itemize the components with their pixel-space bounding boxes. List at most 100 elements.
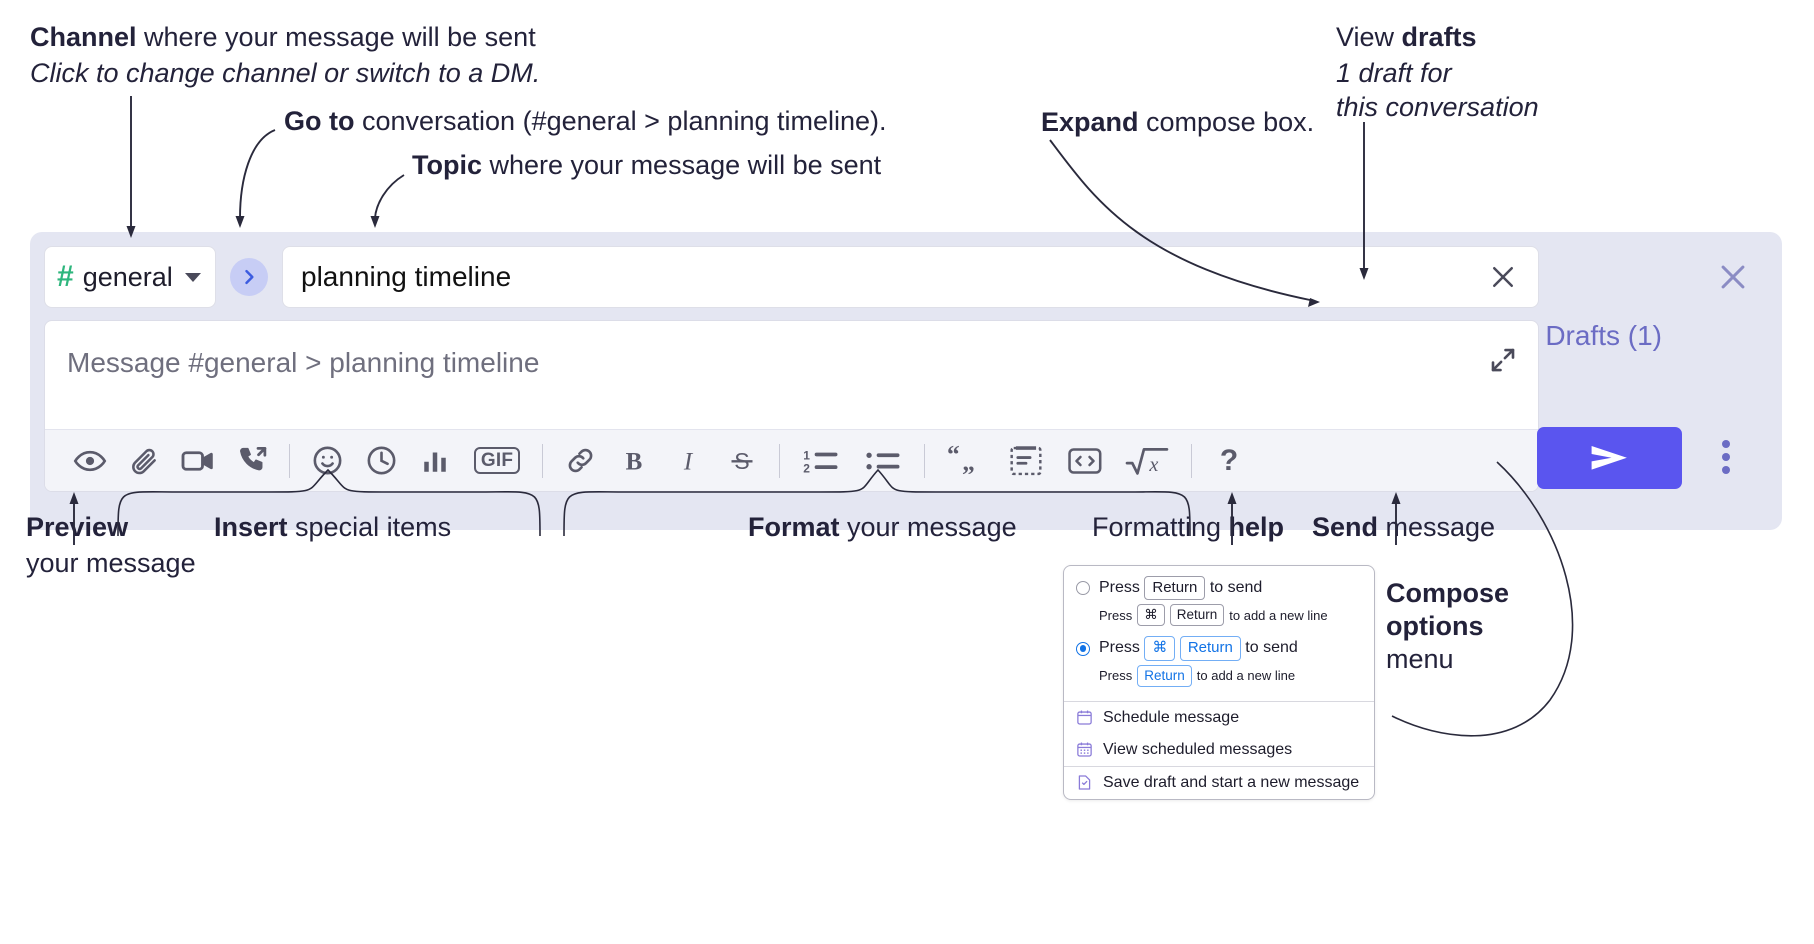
kebab-dot-3 (1722, 466, 1730, 474)
send-option-cmd-return-hint: Press Return to add a new line (1099, 664, 1362, 687)
calendar-icon (1077, 710, 1092, 726)
opt2-key-return: Return (1179, 636, 1241, 661)
compose-box: # general planning timeline Message #gen… (30, 232, 1782, 530)
link-button[interactable] (553, 437, 607, 485)
file-check-icon (1078, 775, 1091, 791)
kebab-dot-2 (1722, 453, 1730, 461)
annotation-compose-options: Compose options menu (1386, 577, 1509, 676)
send-option-return[interactable]: Press Return to send (1076, 576, 1362, 601)
menu-divider-1 (1064, 700, 1374, 702)
annotation-send-rest: message (1378, 512, 1496, 542)
bold-icon: B (626, 448, 643, 475)
topic-value: planning timeline (301, 261, 512, 292)
close-icon (1493, 267, 1513, 287)
menu-item-save-draft[interactable]: Save draft and start a new message (1064, 767, 1374, 799)
toolbar-divider-5 (1191, 443, 1192, 478)
go-to-conversation-button[interactable] (230, 258, 268, 296)
italic-button[interactable]: I (661, 437, 715, 485)
message-input-area[interactable]: Message #general > planning timeline (44, 320, 1539, 492)
eye-icon (73, 450, 107, 471)
emoji-button[interactable] (300, 437, 354, 485)
annotation-drafts-sub2: this conversation (1336, 91, 1539, 122)
send-button[interactable] (1537, 427, 1682, 489)
menu-divider-2 (1064, 765, 1374, 767)
close-icon (1721, 265, 1745, 289)
math-icon: x (1125, 447, 1169, 476)
expand-diagonal-icon (1491, 348, 1515, 372)
drafts-link[interactable]: Drafts (1) (1545, 320, 1662, 351)
hash-icon: # (57, 260, 74, 293)
toolbar-divider-3 (779, 443, 780, 478)
phone-forward-icon (239, 447, 266, 471)
gif-button[interactable]: GIF (462, 437, 532, 485)
blockquote-button[interactable]: “ „ (935, 437, 997, 485)
strikethrough-button[interactable]: S (715, 437, 769, 485)
bulleted-list-button[interactable] (852, 437, 914, 485)
opt1-tail: to send (1209, 579, 1263, 596)
annotation-send-bold: Send (1312, 512, 1379, 542)
menu-item-schedule-message[interactable]: Schedule message (1064, 702, 1374, 734)
formatting-toolbar: GIF B I S (45, 429, 1538, 491)
svg-text:„: „ (962, 447, 975, 475)
annotation-channel-rest: where your message will be sent (136, 22, 536, 52)
bold-button[interactable]: B (607, 437, 661, 485)
annotation-drafts: View drafts 1 draft for this conversatio… (1336, 22, 1539, 124)
annotation-help-pre: Formatting (1092, 512, 1229, 542)
annotation-insert-rest: special items (287, 512, 452, 542)
compose-header-row: # general planning timeline (44, 246, 1539, 308)
annotation-topic-rest: where your message will be sent (482, 150, 882, 180)
audio-clip-button[interactable] (225, 437, 279, 485)
code-block-icon (1010, 445, 1042, 475)
send-paper-plane-icon (1591, 446, 1627, 470)
compose-content: # general planning timeline Message #gen… (44, 246, 1539, 492)
svg-text:I: I (683, 448, 694, 475)
blockquote-icon: “ „ (947, 445, 975, 476)
opt1-sub-key-cmd: ⌘ (1137, 604, 1165, 627)
annotation-topic: Topic where your message will be sent (412, 150, 881, 182)
code-block-button[interactable] (997, 437, 1055, 485)
send-option-cmd-return-label: Press ⌘ Return to send (1099, 636, 1298, 661)
svg-text:2: 2 (803, 461, 810, 475)
channel-selector-button[interactable]: # general (44, 246, 216, 308)
topic-input[interactable]: planning timeline (282, 246, 1539, 308)
preview-button[interactable] (63, 437, 117, 485)
menu-item-view-scheduled[interactable]: View scheduled messages (1064, 734, 1374, 766)
annotation-compose-options-bold1: Compose (1386, 578, 1510, 608)
radio-cmd-return[interactable] (1076, 641, 1090, 656)
video-clip-button[interactable] (171, 437, 225, 485)
attach-file-button[interactable] (117, 437, 171, 485)
emoji-icon (313, 446, 341, 475)
send-shortcut-options: Press Return to send Press ⌘ Return to a… (1064, 566, 1374, 701)
annotation-compose-options-bold2: options (1386, 610, 1484, 641)
inline-code-button[interactable] (1055, 437, 1115, 485)
annotation-channel-bold: Channel (30, 22, 137, 52)
clear-topic-button[interactable] (1486, 260, 1520, 294)
opt1-press: Press (1099, 579, 1140, 596)
ordered-list-button[interactable]: 1 2 (790, 437, 852, 485)
italic-icon: I (683, 448, 694, 475)
opt1-sub-key-return: Return (1169, 604, 1225, 627)
radio-return[interactable] (1076, 581, 1090, 596)
annotation-compose-options-rest: menu (1386, 643, 1454, 674)
chevron-right-icon (245, 269, 254, 285)
opt2-press: Press (1099, 639, 1140, 657)
annotation-topic-bold: Topic (412, 150, 482, 180)
annotation-format-bold: Format (748, 512, 840, 542)
math-button[interactable]: x (1115, 437, 1181, 485)
schedule-button[interactable] (354, 437, 408, 485)
annotation-preview-bold: Preview (26, 512, 129, 542)
compose-options-button[interactable] (1722, 435, 1734, 479)
send-option-cmd-return[interactable]: Press ⌘ Return to send (1076, 636, 1362, 661)
close-compose-button[interactable] (1716, 260, 1750, 294)
poll-button[interactable] (408, 437, 462, 485)
annotation-channel-sub: Click to change channel or switch to a D… (30, 57, 541, 88)
expand-compose-button[interactable] (1488, 345, 1520, 377)
formatting-help-button[interactable]: ? (1202, 437, 1256, 485)
annotation-send: Send message (1312, 512, 1495, 544)
annotation-format-rest: your message (839, 512, 1017, 542)
strikethrough-icon: S (731, 447, 753, 473)
annotation-channel: Channel where your message will be sent … (30, 22, 540, 90)
kebab-dot-1 (1722, 440, 1730, 448)
opt1-sub-tail: to add a new line (1229, 607, 1328, 623)
